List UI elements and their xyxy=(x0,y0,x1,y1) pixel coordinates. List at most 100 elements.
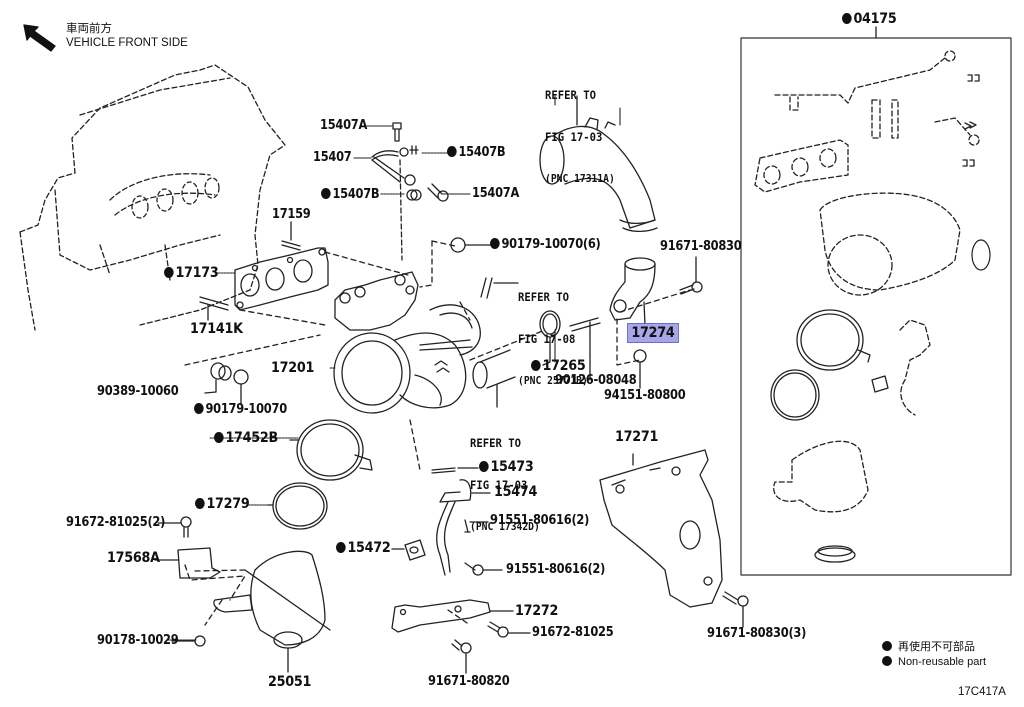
part-number: 15407A xyxy=(320,118,368,133)
part-label-91551-80616-lower[interactable]: 91551-80616(2) xyxy=(506,563,605,577)
part-number: 04175 xyxy=(853,11,897,27)
non-reusable-dot-icon xyxy=(531,360,541,371)
reference-callout-17342D[interactable]: REFER TO FIG 17-03 (PNC 17342D) xyxy=(470,408,540,562)
bolt-91671-80830-3 xyxy=(722,591,749,628)
part-number: 17279 xyxy=(206,496,250,512)
part-label-91671-80820[interactable]: 91671-80820 xyxy=(428,674,510,689)
bracket-17272 xyxy=(391,599,514,633)
vehicle-front-jp: 車両前方 xyxy=(66,23,112,35)
part-label-15407[interactable]: 15407 xyxy=(313,150,352,165)
part-label-17173[interactable]: 17173 xyxy=(164,266,219,280)
reference-callout-17311A[interactable]: REFER TO FIG 17-03 (PNC 17311A) xyxy=(545,60,615,214)
engine-ports xyxy=(131,177,220,219)
part-number: 15407A xyxy=(472,186,520,201)
part-number: 90179-10070(6) xyxy=(501,237,601,252)
pipe-refer-17342D xyxy=(472,349,516,408)
part-label-91672-81025[interactable]: 91672-81025 xyxy=(532,625,614,640)
part-number: 91671-80830 xyxy=(660,239,742,254)
part-label-91671-80830[interactable]: 91671-80830 xyxy=(660,239,742,254)
part-number: 90389-10060 xyxy=(97,384,179,399)
part-label-94151-80800[interactable]: 94151-80800 xyxy=(604,388,686,403)
nut-90179-10070-6 xyxy=(450,237,493,253)
non-reusable-dot-icon xyxy=(479,461,489,472)
pipe-15474 xyxy=(391,467,503,576)
reference-callout-25771B[interactable]: REFER TO FIG 17-08 (PNC 25771B) xyxy=(518,262,588,416)
part-label-17265[interactable]: 17265 xyxy=(531,359,586,373)
vehicle-front-en: VEHICLE FRONT SIDE xyxy=(66,37,188,49)
part-label-17568A[interactable]: 17568A xyxy=(107,550,160,566)
filled-circle-icon xyxy=(882,656,892,666)
part-label-04175[interactable]: 04175 xyxy=(842,12,897,26)
outlet-elbow-17274 xyxy=(609,257,656,389)
part-label-15472[interactable]: 15472 xyxy=(336,541,391,555)
part-label-15407B-left[interactable]: 15407B xyxy=(321,187,380,202)
part-number: 91671-80820 xyxy=(428,674,510,689)
part-label-15407B-right[interactable]: 15407B xyxy=(447,145,506,160)
reference-line1: REFER TO xyxy=(545,88,596,102)
reference-line3: (PNC 25771B) xyxy=(518,375,588,387)
stud-90126-08048 xyxy=(569,317,601,381)
reference-line3: (PNC 17311A) xyxy=(545,173,615,185)
part-label-17279[interactable]: 17279 xyxy=(195,497,250,511)
stud-17159 xyxy=(281,221,301,251)
filled-circle-icon xyxy=(882,641,892,651)
bolt-91672-81025-2 xyxy=(157,516,192,538)
non-reusable-dot-icon xyxy=(490,238,500,249)
part-label-17201[interactable]: 17201 xyxy=(271,361,314,376)
part-label-90126-08048[interactable]: 90126-08048 xyxy=(555,373,637,388)
part-number: 91551-80616(2) xyxy=(506,562,606,577)
part-number: 15407 xyxy=(313,150,352,165)
gasket-17173 xyxy=(234,247,329,311)
bushing-90389-10060 xyxy=(204,362,232,394)
part-label-15473[interactable]: 15473 xyxy=(479,460,534,474)
engine-block-outline xyxy=(19,64,286,331)
part-number: 90126-08048 xyxy=(555,373,637,388)
part-label-25051[interactable]: 25051 xyxy=(268,675,311,690)
non-reusable-dot-icon xyxy=(214,432,224,443)
non-reusable-dot-icon xyxy=(842,13,852,24)
part-label-17159[interactable]: 17159 xyxy=(272,208,311,222)
part-label-91672-81025-2[interactable]: 91672-81025(2) xyxy=(66,516,165,530)
reference-line1: REFER TO xyxy=(518,290,569,304)
part-label-15407A[interactable]: 15407A xyxy=(320,119,367,133)
clamp-17452B xyxy=(289,419,373,481)
part-number: 15407B xyxy=(458,145,506,160)
heat-insulator-17271 xyxy=(599,449,723,608)
non-reusable-dot-icon xyxy=(194,403,204,414)
bolt-91672-81025 xyxy=(487,621,531,638)
part-number: 91672-81025 xyxy=(532,625,614,640)
part-label-91551-80616-upper[interactable]: 91551-80616(2) xyxy=(490,514,589,528)
legend-row-en: Non-reusable part xyxy=(882,655,986,670)
part-number: 17568A xyxy=(107,550,160,566)
part-label-17274[interactable]: 17274 xyxy=(627,323,679,343)
part-label-17271[interactable]: 17271 xyxy=(615,430,658,445)
catalyst-25051 xyxy=(171,550,331,673)
part-label-90389-10060[interactable]: 90389-10060 xyxy=(97,384,179,399)
part-label-17272[interactable]: 17272 xyxy=(515,604,558,619)
legend-text-jp: 再使用不可部品 xyxy=(898,641,975,653)
part-number: 17141K xyxy=(190,321,243,337)
part-label-15407A-right[interactable]: 15407A xyxy=(472,187,519,201)
part-number: 91671-80830(3) xyxy=(707,626,807,641)
part-label-91671-80830-3[interactable]: 91671-80830(3) xyxy=(707,627,806,641)
gasket-17265 xyxy=(539,310,561,366)
non-reusable-dot-icon xyxy=(164,267,174,278)
part-number: 15407B xyxy=(332,187,380,202)
part-label-90179-10070-6[interactable]: 90179-10070(6) xyxy=(490,238,601,252)
gasket-kit-box-04175 xyxy=(740,26,1012,576)
bolt-91671-80830 xyxy=(679,256,703,295)
gasket-17279 xyxy=(267,482,328,530)
part-label-90179-10070[interactable]: 90179-10070 xyxy=(194,403,287,417)
part-number: 15472 xyxy=(347,540,391,556)
reference-line2: FIG 17-03 xyxy=(470,478,528,492)
non-reusable-dot-icon xyxy=(321,188,331,199)
stud-17141K xyxy=(199,296,229,321)
part-label-90178-10029[interactable]: 90178-10029 xyxy=(97,634,179,648)
part-number: 94151-80800 xyxy=(604,388,686,403)
part-label-17452B[interactable]: 17452B xyxy=(214,431,278,445)
part-label-15474[interactable]: 15474 xyxy=(494,485,537,500)
illustration-code: 17C417A xyxy=(958,686,1006,698)
part-label-17141K[interactable]: 17141K xyxy=(190,321,243,337)
vehicle-front-arrow-icon xyxy=(23,24,56,52)
